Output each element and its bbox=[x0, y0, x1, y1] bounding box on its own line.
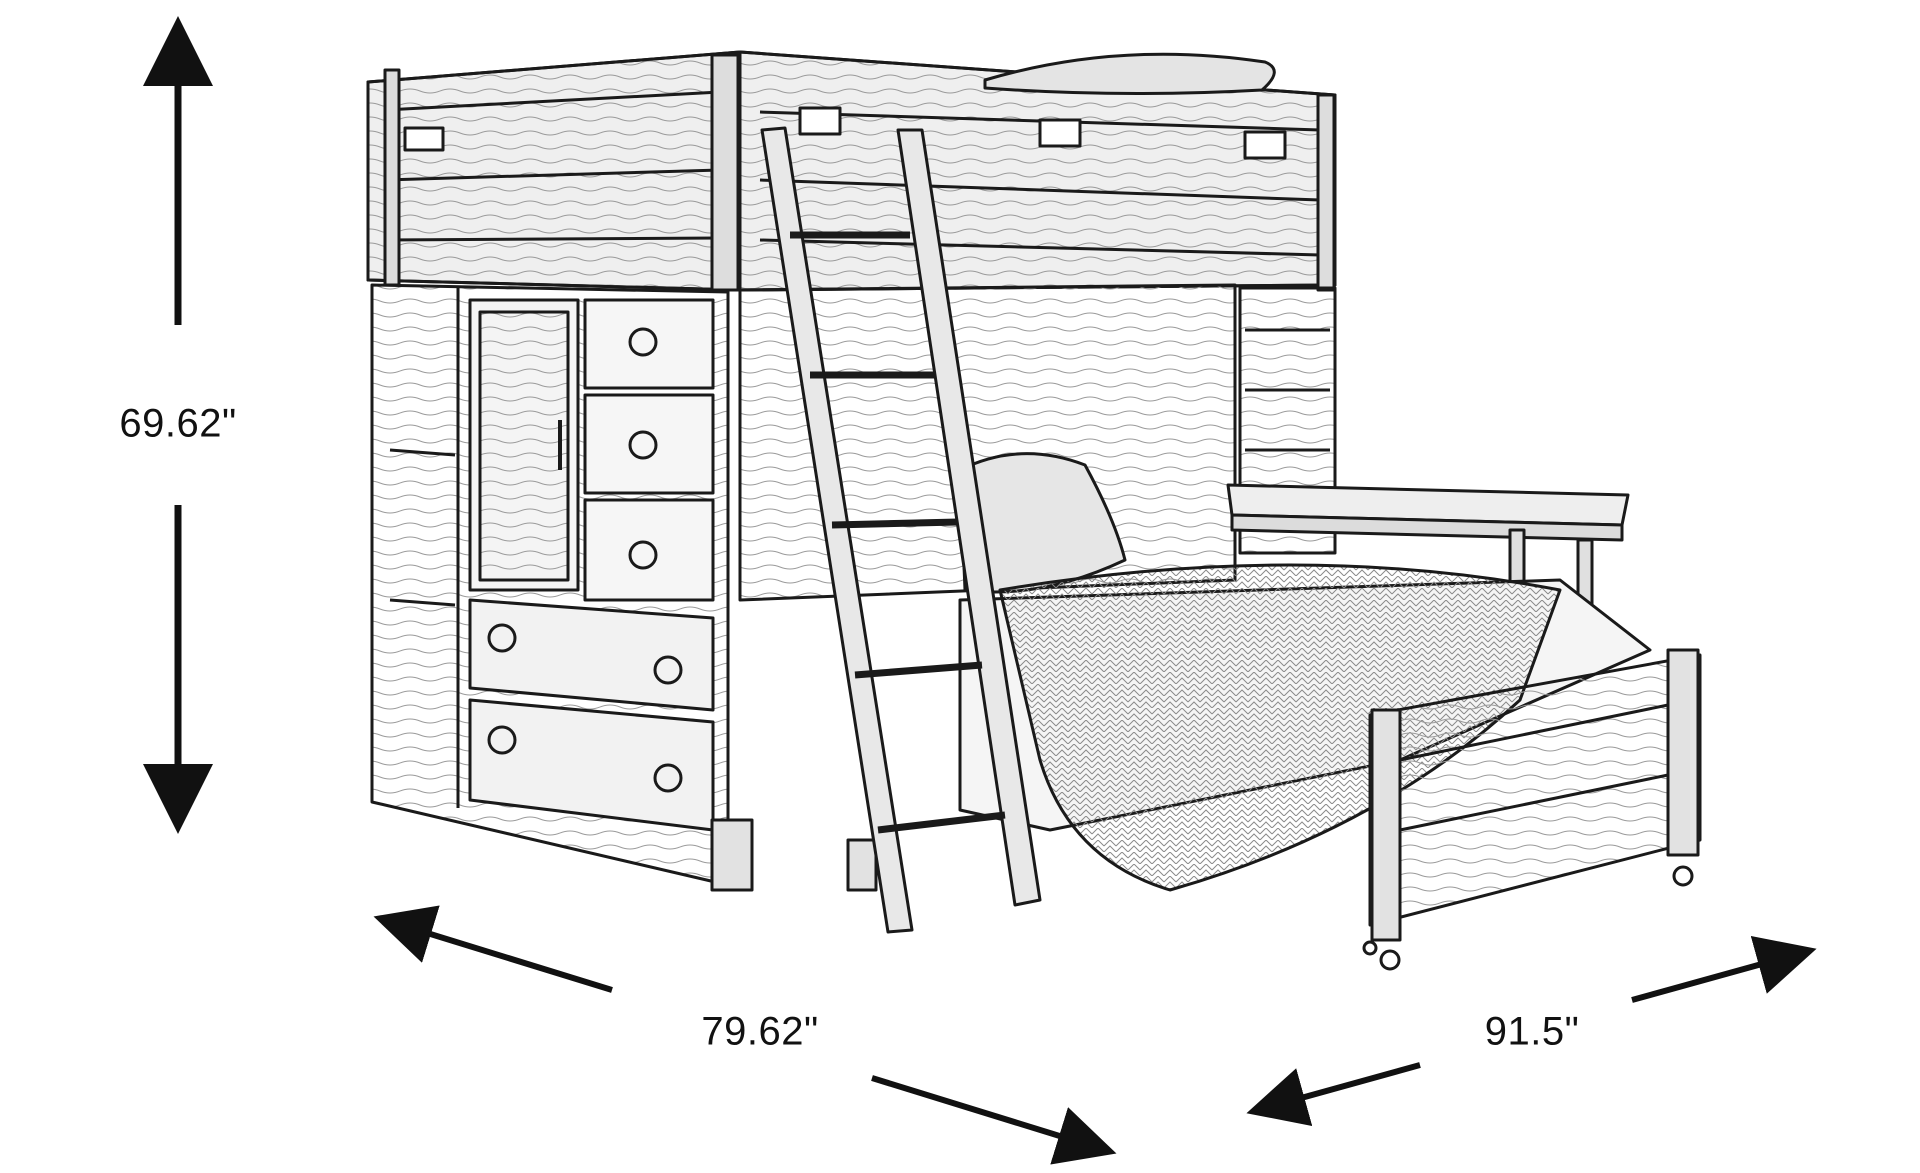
lower-bed bbox=[958, 452, 1702, 971]
ladder bbox=[760, 126, 1042, 934]
width-dimension-label: 79.62" bbox=[701, 1009, 819, 1054]
depth-dimension-label: 91.5" bbox=[1484, 1009, 1580, 1054]
corner-desk bbox=[1226, 483, 1630, 612]
loft-bed-frame bbox=[366, 50, 1337, 292]
height-dimension-label: 69.62" bbox=[119, 401, 237, 446]
wardrobe-chest bbox=[370, 283, 878, 892]
width-dimension-arrow bbox=[373, 905, 1117, 1165]
depth-dimension-arrow bbox=[1246, 935, 1817, 1127]
